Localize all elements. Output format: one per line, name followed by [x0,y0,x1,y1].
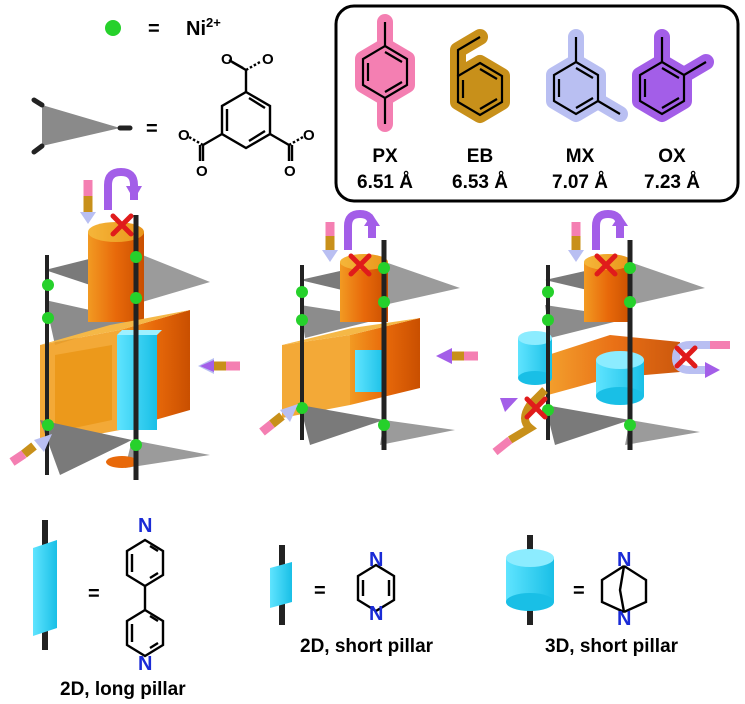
framework-2d-short-pillar [259,209,478,450]
ox-blocked-arrow-icon [592,209,628,274]
bottom-blocked-arrow-icon [492,387,548,456]
px-enter-arrow-icon [568,222,584,262]
oxygen-atom: O [196,163,208,180]
isomer-size-mx: 7.07 Å [552,172,608,193]
isomer-size-px: 6.51 Å [357,172,413,193]
long-pillar-caption: 2D, long pillar [60,679,186,700]
ni-node-icon [105,20,121,36]
ox-blocked-arrow-icon [344,209,380,274]
short-2d-equals: = [314,580,326,602]
nitrogen-atom: N [138,515,152,537]
px-enter-arrow-icon [322,222,338,262]
side-blocked-arrow-icon [671,341,730,378]
short-2d-pillar-legend: = N N 2D, short pillar [270,545,434,657]
side-enter-arrow-icon [198,358,240,374]
nitrogen-atom: N [617,549,631,571]
ox-blocked-arrow-icon [104,167,142,234]
oxygen-atom: O [262,51,274,68]
framework-3d-short-pillar [492,209,730,456]
oxygen-atom: O [284,163,296,180]
isomer-box: PX 6.51 Å EB 6.53 Å MX 7.07 Å OX 7.23 Å [334,4,740,203]
ox-molecule-icon [632,29,714,122]
ni-equals: = [148,18,160,40]
ni-legend: = Ni2+ [105,15,221,40]
bottom-enter-arrow-icon [9,434,52,466]
nitrogen-atom: N [369,549,383,571]
btc-legend: = O O O O O O [31,51,315,180]
ni-label: Ni2+ [186,15,221,40]
nitrogen-atom: N [369,603,383,625]
isomer-abbr-mx: MX [566,146,595,167]
btc-equals: = [146,118,158,140]
oxygen-atom: O [178,127,190,144]
short-3d-equals: = [573,580,585,602]
isomer-size-eb: 6.53 Å [452,172,508,193]
mx-molecule-icon [546,29,628,122]
short-pillar-block [355,350,385,392]
framework-2d-long-pillar [9,167,240,480]
nitrogen-atom: N [138,653,152,675]
long-pillar-legend: = N N 2D, long pillar [33,515,186,700]
oxygen-atom: O [221,51,233,68]
short-3d-pillar-caption: 3D, short pillar [545,636,679,657]
bottom-enter-arrow-icon [259,404,298,436]
pyrazine-structure-icon [356,563,396,613]
isomer-abbr-px: PX [372,146,398,167]
short-3d-pillar-legend: = N N 3D, short pillar [506,535,679,657]
px-enter-arrow-icon [80,180,96,224]
oxygen-atom: O [303,127,315,144]
bipyridine-structure-icon [125,538,165,658]
isomer-abbr-ox: OX [658,146,686,167]
isomer-size-ox: 7.23 Å [644,172,700,193]
short-2d-pillar-caption: 2D, short pillar [300,636,434,657]
side-enter-arrow-icon [436,348,478,364]
dabco-structure-icon [600,564,648,614]
btc-structure-icon [188,58,304,161]
isomer-abbr-eb: EB [467,146,493,167]
px-molecule-icon [355,14,415,132]
long-pillar-equals: = [88,583,100,605]
nitrogen-atom: N [617,608,631,630]
eb-molecule-icon [450,29,510,123]
triangle-linker-icon [42,105,120,146]
